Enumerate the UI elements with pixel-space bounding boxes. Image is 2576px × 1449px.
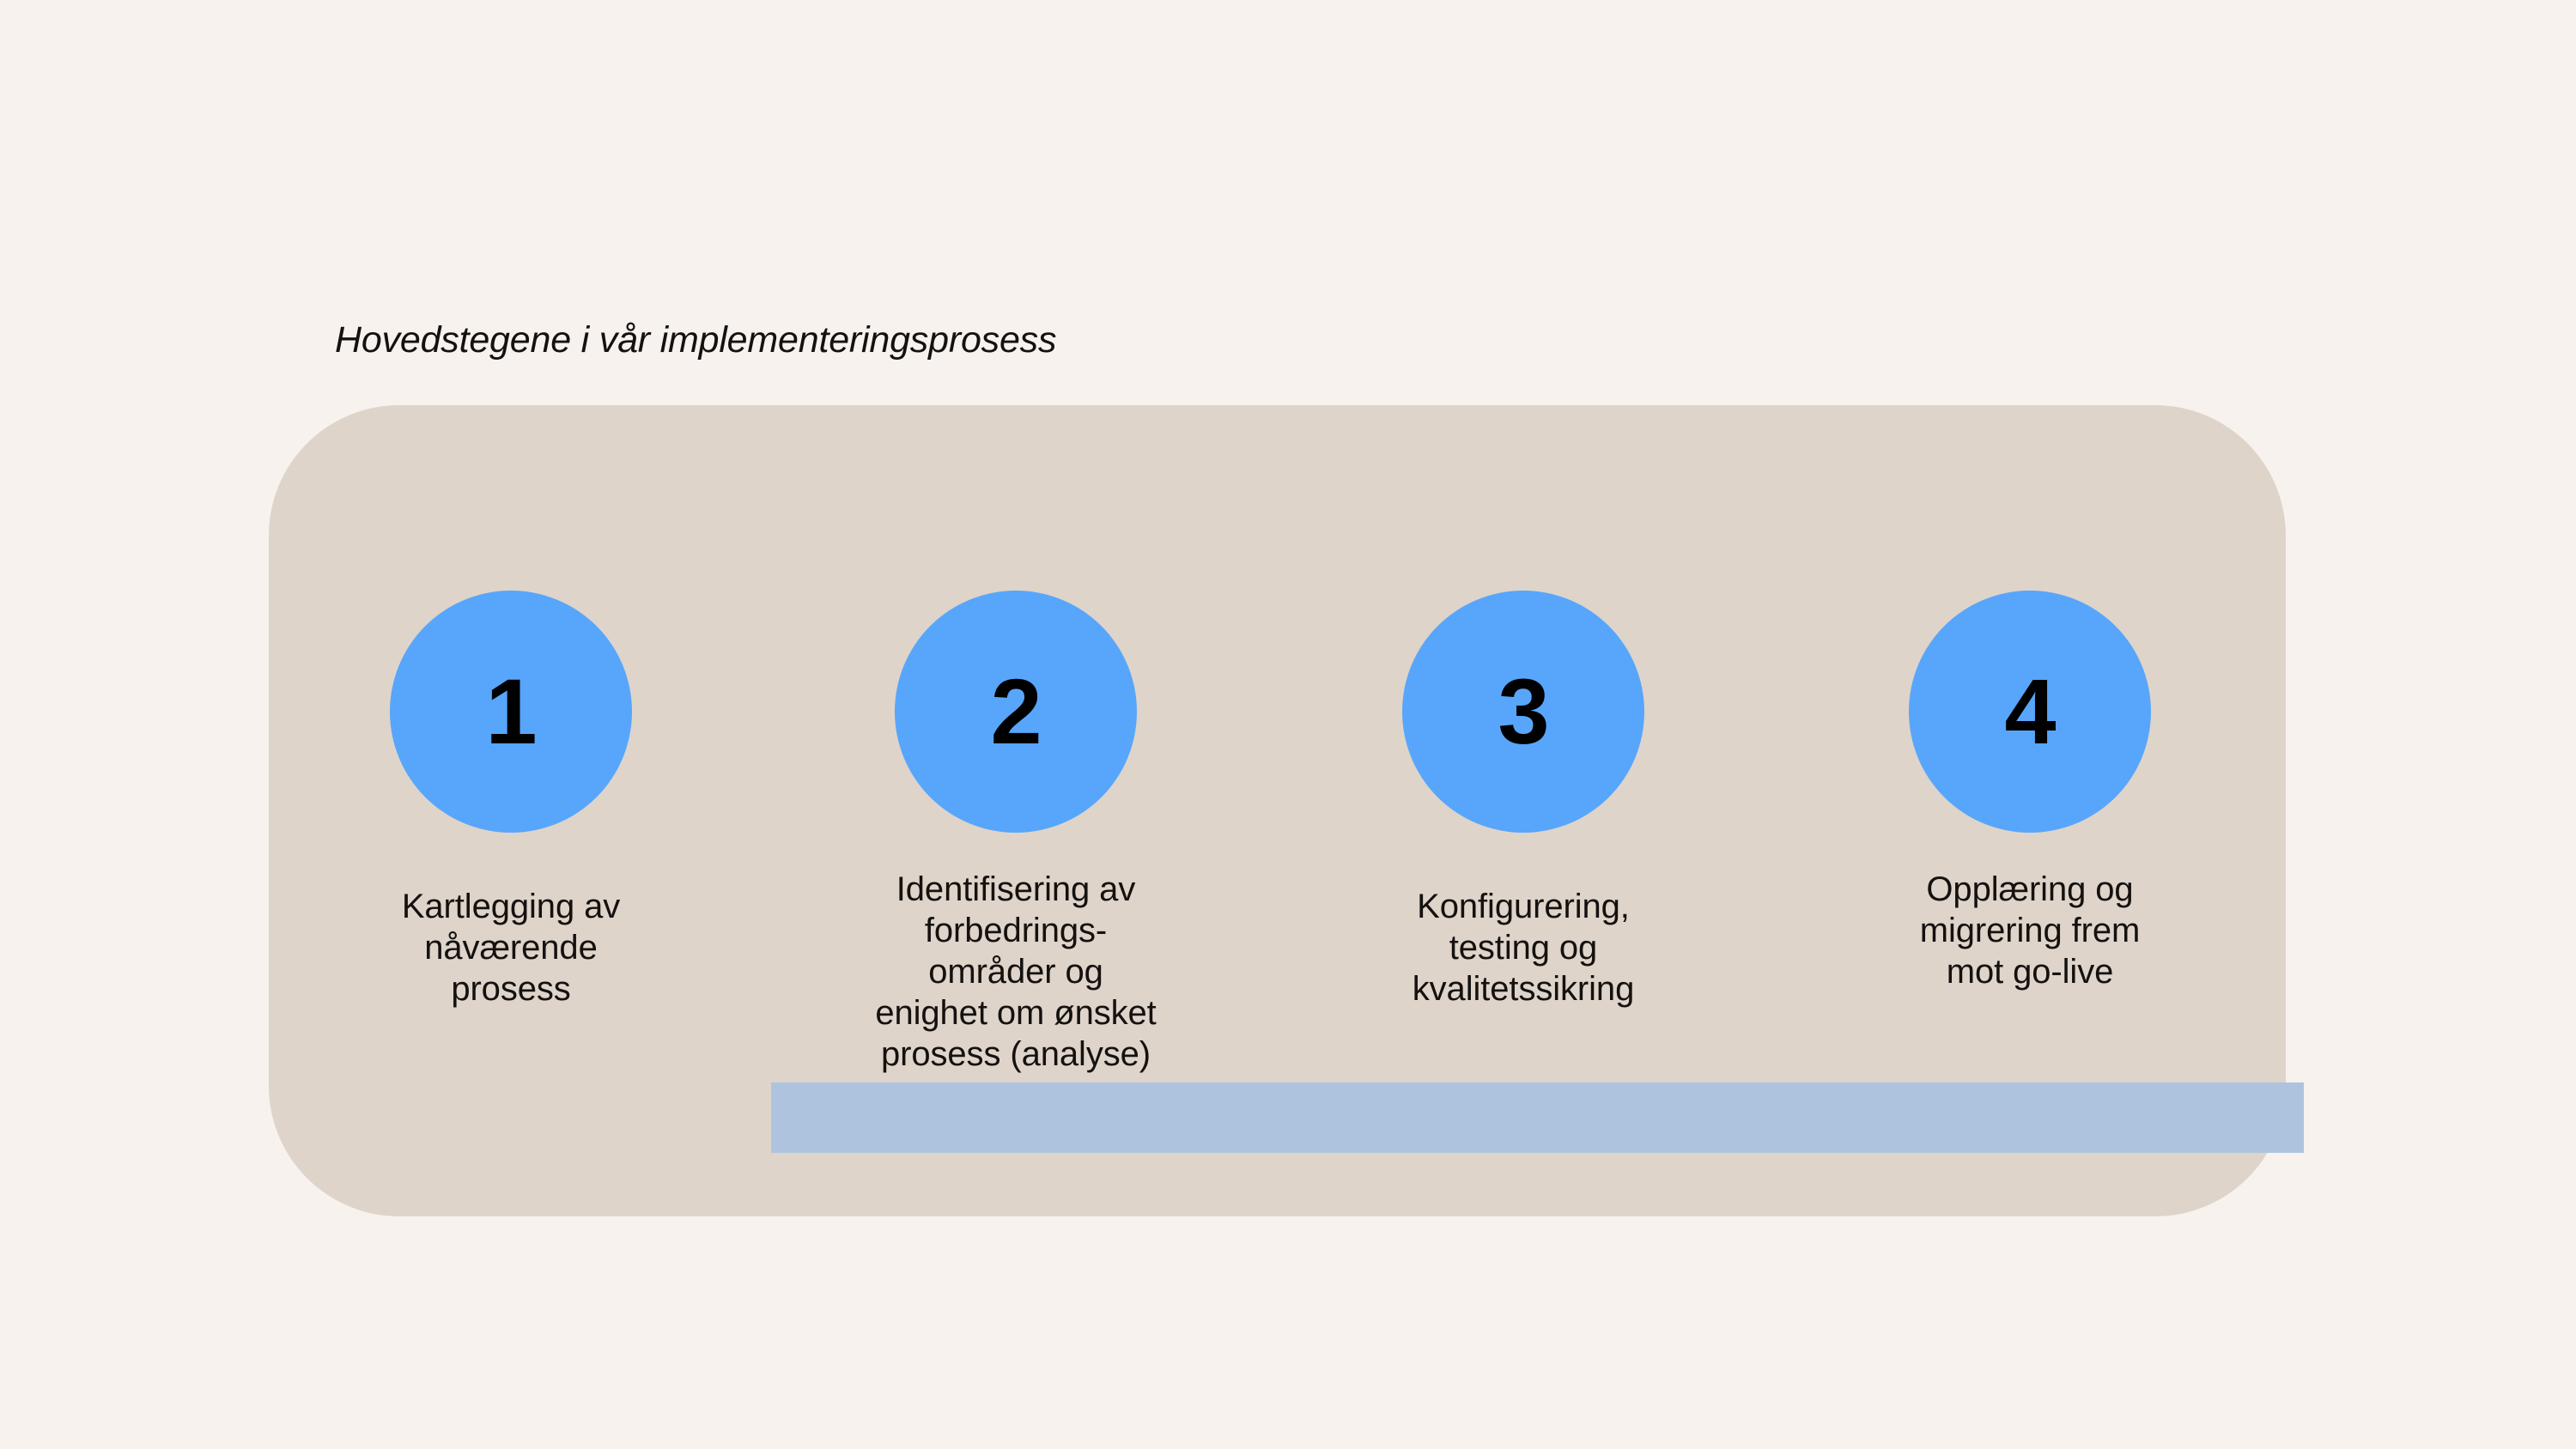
process-step-2[interactable]: 2 Identifisering av forbedrings- områder… <box>814 591 1218 1075</box>
step-1-label: Kartlegging av nåværende prosess <box>401 888 621 1008</box>
step-4-label: Opplæring og migrering frem mot go-live <box>1919 870 2141 991</box>
step-1-circle[interactable]: 1 <box>390 591 632 833</box>
step-2-label: Identifisering av forbedrings- områder o… <box>875 870 1157 1073</box>
step-2-circle[interactable]: 2 <box>895 591 1137 833</box>
step-4-circle[interactable]: 4 <box>1909 591 2151 833</box>
page-title: Hovedstegene i vår implementeringsproses… <box>335 319 1057 361</box>
connector-step3-step4 <box>1789 1082 2304 1153</box>
connector-step1-step2 <box>771 1082 1286 1153</box>
connector-step2-step3 <box>1282 1082 1797 1153</box>
process-step-1[interactable]: 1 Kartlegging av nåværende prosess <box>309 591 713 1009</box>
step-3-label: Konfigurering, testing og kvalitetssikri… <box>1412 888 1635 1008</box>
step-4-number: 4 <box>2004 659 2056 763</box>
process-step-3[interactable]: 3 Konfigurering, testing og kvalitetssik… <box>1321 591 1725 1009</box>
step-3-number: 3 <box>1498 659 1549 763</box>
step-2-number: 2 <box>990 659 1042 763</box>
process-step-4[interactable]: 4 Opplæring og migrering frem mot go-liv… <box>1828 591 2232 992</box>
process-card <box>269 405 2304 1216</box>
step-1-number: 1 <box>485 659 537 763</box>
step-3-circle[interactable]: 3 <box>1402 591 1644 833</box>
